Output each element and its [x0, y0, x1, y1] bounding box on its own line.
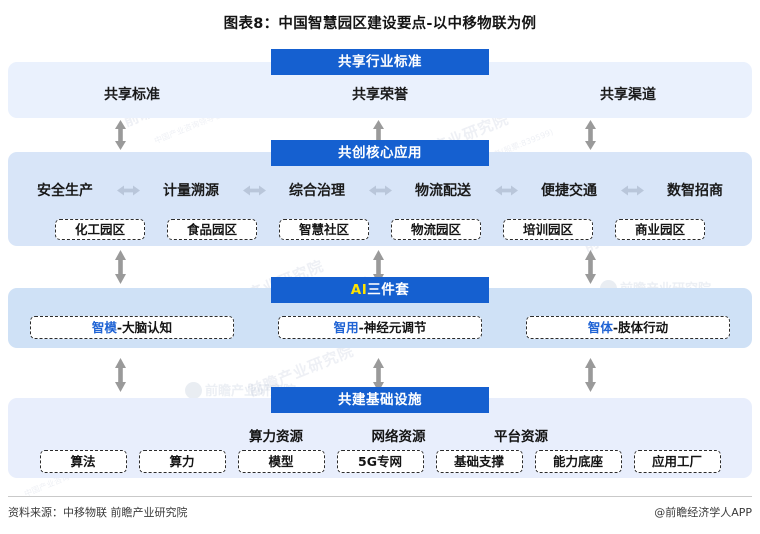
core-application-item: 计量溯源	[163, 183, 219, 199]
vertical-double-arrow	[114, 250, 127, 284]
park-tag[interactable]: 物流园区	[391, 219, 481, 240]
vertical-double-arrow	[114, 120, 127, 150]
shared-standard-item: 共享渠道	[600, 87, 656, 103]
chip-ai-trio[interactable]: AI三件套	[271, 277, 489, 303]
vertical-double-arrow	[114, 358, 127, 392]
park-tag-list: 化工园区 食品园区 智慧社区 物流园区 培训园区 商业园区	[8, 219, 752, 240]
infrastructure-tag[interactable]: 应用工厂	[633, 450, 721, 473]
park-tag[interactable]: 化工园区	[55, 219, 145, 240]
vertical-double-arrow	[584, 250, 597, 284]
chip-ai-highlight: AI	[350, 282, 368, 298]
ai-tag[interactable]: 智用-神经元调节	[278, 316, 482, 339]
vertical-double-arrow	[372, 358, 385, 392]
app-credit: @前瞻经济学人APP	[654, 506, 752, 519]
horizontal-double-arrow-icon	[494, 185, 519, 196]
footer-divider	[8, 496, 752, 497]
horizontal-double-arrow-icon	[116, 185, 141, 196]
source-text: 资料来源：中移物联 前瞻产业研究院	[8, 506, 188, 519]
infrastructure-group-label: 网络资源	[371, 429, 426, 445]
park-tag[interactable]: 培训园区	[503, 219, 593, 240]
shared-standards-items: 共享标准 共享荣誉 共享渠道	[8, 84, 752, 104]
infrastructure-group-label: 平台资源	[494, 429, 548, 445]
core-application-item: 数智招商	[667, 183, 723, 199]
ai-tag-list: 智模-大脑认知 智用-神经元调节 智体-肢体行动	[8, 316, 752, 339]
ai-tag-prefix: 智用	[333, 320, 359, 335]
ai-tag-suffix: -大脑认知	[116, 320, 173, 335]
infrastructure-tag[interactable]: 模型	[237, 450, 325, 473]
park-tag[interactable]: 商业园区	[615, 219, 705, 240]
core-application-item: 综合治理	[289, 183, 345, 199]
park-tag[interactable]: 食品园区	[167, 219, 257, 240]
infrastructure-group-label: 算力资源	[249, 429, 303, 445]
core-application-items: 安全生产 计量溯源 综合治理 物流配送 便捷交通 数智招商	[8, 180, 752, 200]
vertical-double-arrow	[372, 250, 385, 284]
chip-ai-rest: 三件套	[367, 282, 410, 298]
ai-tag-prefix: 智模	[91, 320, 117, 335]
vertical-double-arrow	[584, 120, 597, 150]
infrastructure-tag-list: 算法 算力 模型 5G专网 基础支撑 能力底座 应用工厂	[8, 450, 752, 473]
core-application-item: 便捷交通	[541, 183, 597, 199]
horizontal-double-arrow-icon	[620, 185, 645, 196]
chip-infrastructure[interactable]: 共建基础设施	[271, 387, 489, 413]
infrastructure-tag[interactable]: 基础支撑	[435, 450, 523, 473]
ai-tag-suffix: -神经元调节	[358, 320, 427, 335]
horizontal-double-arrow-icon	[368, 185, 393, 196]
chip-core-applications[interactable]: 共创核心应用	[271, 140, 489, 166]
shared-standard-item: 共享荣誉	[352, 87, 408, 103]
ai-tag-suffix: -肢体行动	[612, 320, 669, 335]
infrastructure-tag[interactable]: 算法	[39, 450, 127, 473]
ai-tag-prefix: 智体	[587, 320, 613, 335]
ai-tag[interactable]: 智模-大脑认知	[30, 316, 234, 339]
horizontal-double-arrow-icon	[242, 185, 267, 196]
core-application-item: 物流配送	[415, 183, 471, 199]
page-title: 图表8：中国智慧园区建设要点-以中移物联为例	[223, 16, 537, 32]
vertical-double-arrow	[584, 358, 597, 392]
core-application-item: 安全生产	[37, 183, 93, 199]
park-tag[interactable]: 智慧社区	[279, 219, 369, 240]
chip-shared-standards[interactable]: 共享行业标准	[271, 49, 489, 75]
infrastructure-tag[interactable]: 5G专网	[336, 450, 424, 473]
shared-standard-item: 共享标准	[104, 87, 160, 103]
ai-tag[interactable]: 智体-肢体行动	[526, 316, 730, 339]
infrastructure-tag[interactable]: 算力	[138, 450, 226, 473]
infrastructure-tag[interactable]: 能力底座	[534, 450, 622, 473]
